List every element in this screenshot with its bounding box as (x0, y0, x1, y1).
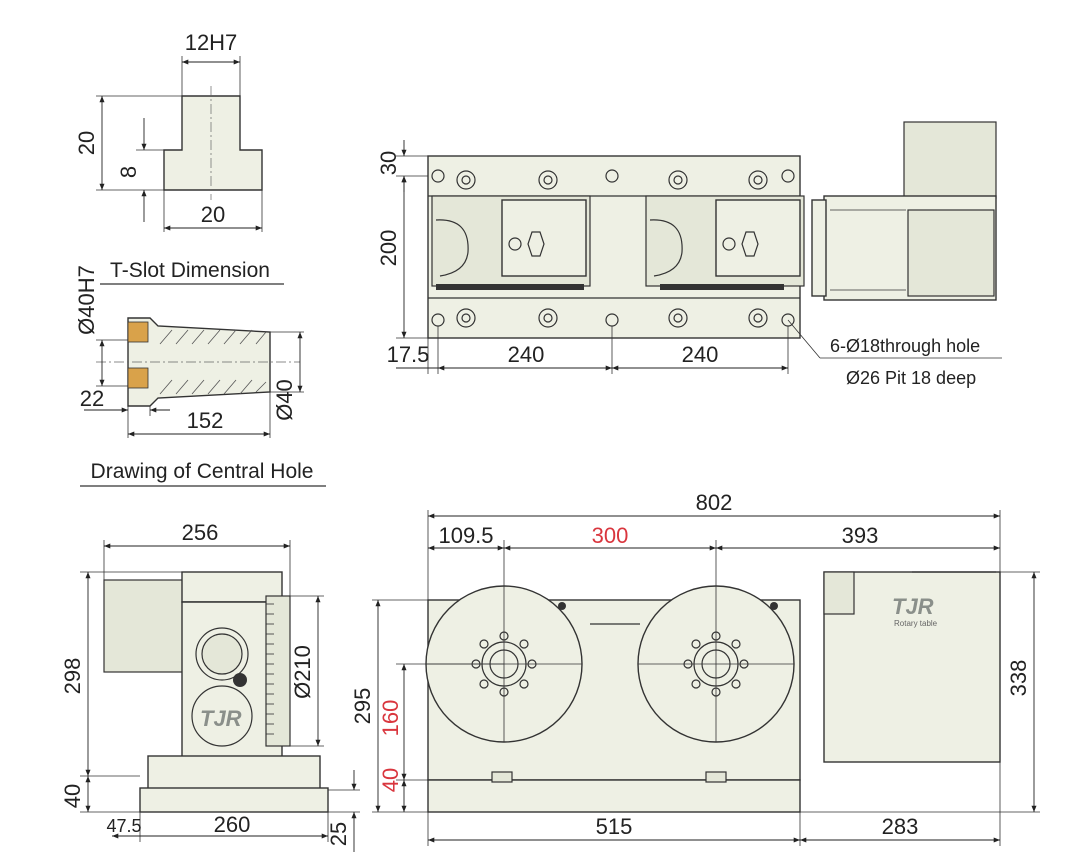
top-view-dim-200: 200 (376, 230, 401, 267)
front-view-dim-283: 283 (882, 814, 919, 839)
front-view: TJR Rotary table (350, 490, 1040, 846)
top-view-dim-30: 30 (376, 151, 401, 175)
front-view-logo: TJR (892, 594, 934, 619)
side-view-dim-210: Ø210 (290, 645, 315, 699)
front-view-dim-300: 300 (592, 523, 629, 548)
top-view-dim-17-5: 17.5 (387, 342, 430, 367)
central-hole-length-label: 152 (187, 408, 224, 433)
front-view-dim-338: 338 (1006, 660, 1031, 697)
tslot-height-label: 20 (74, 131, 99, 155)
tslot-detail: 12H7 20 8 20 T-Slot Dimension (74, 30, 284, 285)
side-view-dim-25: 25 (326, 822, 351, 846)
tslot-width-bottom-label: 20 (201, 202, 225, 227)
side-view-dim-260: 260 (214, 812, 251, 837)
front-view-dim-295: 295 (350, 688, 375, 725)
top-view-hole-note-2: Ø26 Pit 18 deep (846, 368, 976, 388)
tslot-caption: T-Slot Dimension (110, 259, 270, 282)
tslot-depth-label: 8 (116, 166, 141, 178)
side-view-dim-40: 40 (60, 784, 85, 808)
tslot-width-top-label: 12H7 (185, 30, 238, 55)
front-view-dim-802: 802 (696, 490, 733, 515)
side-view-dim-47-5: 47.5 (106, 816, 141, 836)
side-view-logo: TJR (200, 706, 242, 731)
central-hole-bore-label: Ø40H7 (74, 265, 99, 335)
top-view-dim-240-b: 240 (682, 342, 719, 367)
central-hole-detail: Ø40H7 Ø40 22 152 Drawing of Central Hole (74, 265, 326, 487)
side-view-dim-256: 256 (182, 520, 219, 545)
central-hole-offset-label: 22 (80, 386, 104, 411)
side-view: TJR 256 298 40 Ø210 47.5 260 25 (60, 520, 360, 852)
front-view-dim-393: 393 (842, 523, 879, 548)
front-view-dim-40: 40 (378, 768, 403, 792)
front-view-logo-sub: Rotary table (894, 619, 938, 628)
side-view-dim-298: 298 (60, 658, 85, 695)
central-hole-caption: Drawing of Central Hole (91, 460, 314, 483)
central-hole-outer-label: Ø40 (272, 379, 297, 421)
front-view-dim-515: 515 (596, 814, 633, 839)
top-view-hole-note-1: 6-Ø18through hole (830, 336, 980, 356)
top-view-dim-240-a: 240 (508, 342, 545, 367)
top-view: 30 200 17.5 240 240 6-Ø18through hole Ø2… (376, 121, 1002, 388)
front-view-dim-160: 160 (378, 700, 403, 737)
front-view-dim-109-5: 109.5 (438, 523, 493, 548)
